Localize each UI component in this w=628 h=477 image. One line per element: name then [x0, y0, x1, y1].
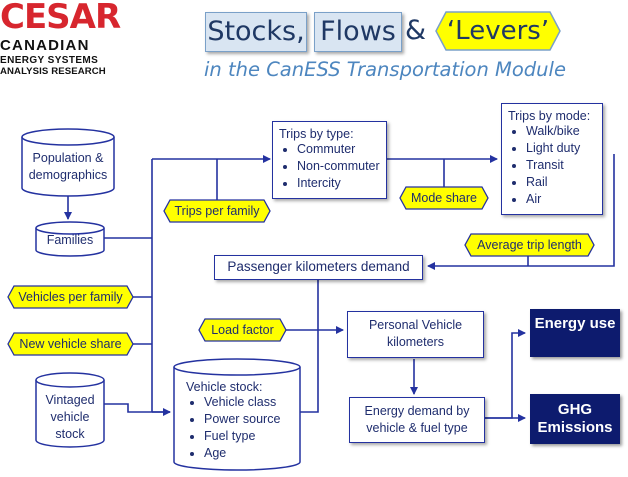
- lever-new-vehicle-share: New vehicle share: [8, 333, 133, 355]
- pvk-box: Personal Vehicle kilometers: [347, 311, 484, 358]
- lever-load-factor-label: Load factor: [211, 323, 274, 337]
- trips-by-mode-box: Trips by mode: Walk/bike Light duty Tran…: [501, 103, 603, 215]
- lever-trips-per-family: Trips per family: [164, 200, 270, 222]
- lever-vehicles-per-family-shape: [7, 285, 134, 309]
- title-levers-hexagon: [435, 11, 561, 51]
- trips-mode-item: Rail: [526, 174, 596, 191]
- trips-by-type-title: Trips by type:: [279, 127, 354, 141]
- energy-use-box: Energy use: [530, 309, 620, 357]
- lever-load-factor-shape: [198, 318, 287, 342]
- title-flows: Flows: [314, 12, 402, 52]
- ghg-emissions-box: GHG Emissions: [530, 394, 620, 444]
- vintaged-cylinder: [35, 372, 105, 448]
- trips-type-item: Intercity: [297, 175, 380, 192]
- lever-mode-share-shape: [399, 186, 489, 210]
- trips-mode-item: Walk/bike: [526, 123, 596, 140]
- vehicle-stock-item: Power source: [204, 411, 298, 428]
- energy-demand-box: Energy demand by vehicle & fuel type: [349, 397, 485, 443]
- lever-trips-per-family-label: Trips per family: [174, 204, 260, 218]
- title-stocks: Stocks,: [205, 12, 307, 52]
- lever-vehicles-per-family: Vehicles per family: [8, 286, 133, 308]
- families-cylinder: [35, 221, 105, 257]
- lever-avg-trip-length-shape: [464, 233, 595, 257]
- lever-trips-per-family-shape: [163, 199, 271, 223]
- trips-mode-item: Light duty: [526, 140, 596, 157]
- vehicle-stock-item: Age: [204, 445, 298, 462]
- vehicle-stock-box: Vehicle stock: Vehicle class Power sourc…: [186, 380, 298, 462]
- cesar-logo: CESAR CANADIAN ENERGY SYSTEMS ANALYSIS R…: [0, 0, 132, 80]
- lever-avg-trip-length-label: Average trip length: [477, 238, 582, 252]
- logo-line3: ANALYSIS RESEARCH: [0, 66, 106, 77]
- vintaged-label: Vintaged vehicle stock: [45, 393, 95, 441]
- population-label: Population & demographics: [28, 151, 108, 182]
- trips-by-mode-title: Trips by mode:: [508, 109, 591, 123]
- lever-mode-share: Mode share: [400, 187, 488, 209]
- title-levers: ‘Levers’: [446, 16, 550, 46]
- vehicle-stock-cylinder: [173, 358, 301, 471]
- subtitle: in the CanESS Transportation Module: [204, 58, 566, 81]
- title-ampersand: &: [405, 15, 427, 46]
- vehicle-stock-title: Vehicle stock:: [186, 380, 263, 394]
- lever-mode-share-label: Mode share: [410, 191, 477, 205]
- lever-load-factor: Load factor: [199, 319, 286, 341]
- logo-word: CESAR: [0, 0, 121, 37]
- logo-line2: ENERGY SYSTEMS: [0, 55, 99, 66]
- trips-by-type-box: Trips by type: Commuter Non-commuter Int…: [272, 121, 387, 199]
- trips-type-item: Non-commuter: [297, 158, 380, 175]
- population-cylinder: [21, 128, 115, 197]
- lever-vehicles-per-family-label: Vehicles per family: [18, 290, 123, 304]
- trips-mode-item: Transit: [526, 157, 596, 174]
- families-label: Families: [46, 233, 94, 247]
- lever-avg-trip-length: Average trip length: [465, 234, 594, 256]
- logo-line1: CANADIAN: [0, 37, 90, 54]
- lever-new-vehicle-share-label: New vehicle share: [19, 337, 122, 351]
- trips-type-item: Commuter: [297, 141, 380, 158]
- vehicle-stock-item: Vehicle class: [204, 394, 298, 411]
- pkm-box: Passenger kilometers demand: [214, 255, 423, 280]
- trips-mode-item: Air: [526, 191, 596, 208]
- vehicle-stock-item: Fuel type: [204, 428, 298, 445]
- lever-new-vehicle-share-shape: [7, 332, 134, 356]
